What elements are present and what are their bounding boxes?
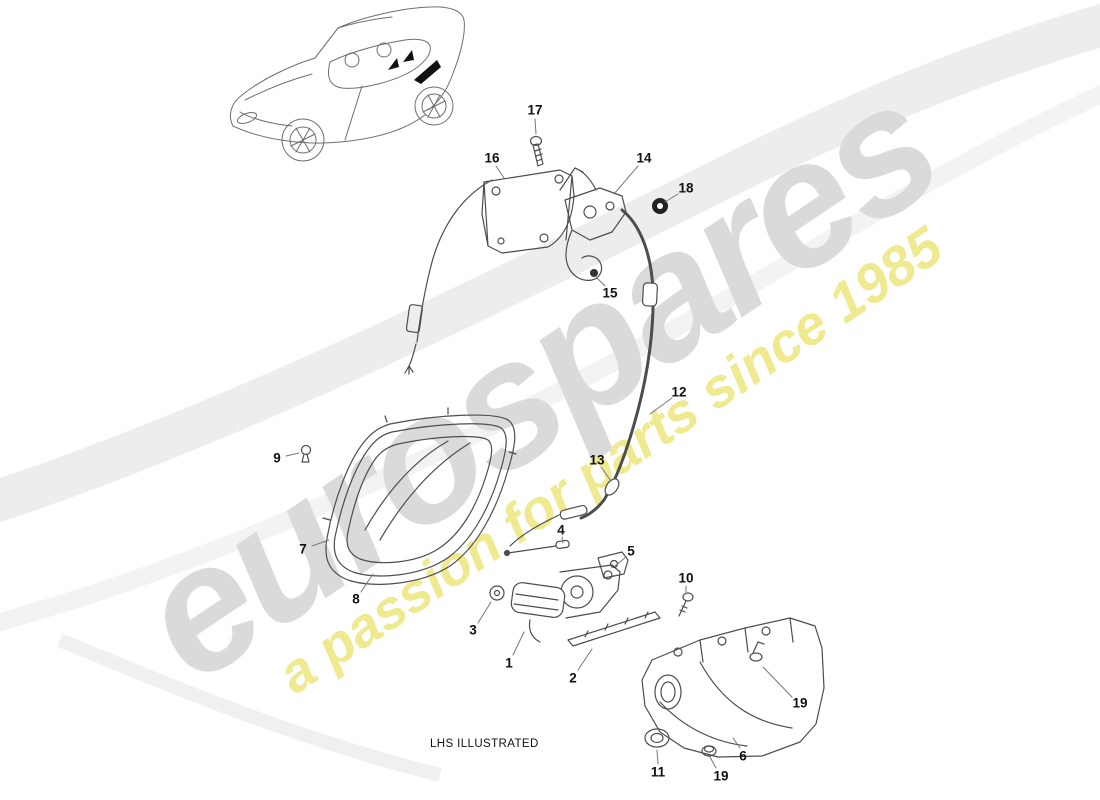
part-plug-19 <box>701 745 717 757</box>
callout-label-12-5: 12 <box>671 384 687 400</box>
part-release-cable <box>404 179 493 375</box>
part-rivet-9 <box>300 444 312 463</box>
part-drain-11 <box>644 728 670 748</box>
callout-label-3-12: 3 <box>469 622 477 638</box>
callout-label-6-17: 6 <box>739 748 747 764</box>
callout-label-1-13: 1 <box>505 655 513 671</box>
callout-label-14-2: 14 <box>636 150 652 166</box>
callout-label-2-14: 2 <box>569 670 577 686</box>
callout-label-4-10: 4 <box>557 522 565 538</box>
callout-label-15-4: 15 <box>602 285 618 301</box>
part-washer-3 <box>489 585 505 601</box>
callout-label-16-1: 16 <box>484 150 500 166</box>
part-stud-19 <box>749 641 765 662</box>
callout-label-19-19: 19 <box>713 768 729 784</box>
part-bracket-16 <box>481 169 575 254</box>
swoosh-ribbon-3 <box>57 633 442 782</box>
part-latch-14 <box>559 167 627 281</box>
swoosh-ribbon-2 <box>0 84 1100 632</box>
callout-label-19-16: 19 <box>792 695 808 711</box>
part-cable-12 <box>509 208 658 547</box>
car-illustration <box>229 6 465 162</box>
diagram-caption: LHS ILLUSTRATED <box>430 738 539 750</box>
callout-label-11-18: 11 <box>650 764 666 780</box>
callout-label-18-3: 18 <box>678 180 694 196</box>
callout-label-13-6: 13 <box>589 452 605 468</box>
part-glass-panel-8 <box>346 435 493 564</box>
callout-label-10-15: 10 <box>678 570 694 586</box>
callout-label-9-7: 9 <box>273 450 281 466</box>
part-duct-6 <box>641 617 825 758</box>
part-bolt-15 <box>590 269 598 277</box>
part-screw-17 <box>529 135 544 167</box>
part-screw-10 <box>678 592 694 617</box>
callout-label-5-11: 5 <box>627 543 635 559</box>
callout-label-7-8: 7 <box>299 541 307 557</box>
part-grommet-18 <box>652 198 668 214</box>
swoosh-ribbon-1 <box>0 3 1100 523</box>
part-seal-frame-7 <box>322 407 517 585</box>
part-clip-13 <box>604 478 620 496</box>
location-arrow-icon <box>388 50 441 84</box>
callout-label-8-9: 8 <box>352 591 360 607</box>
part-inner-cable-4 <box>503 539 570 557</box>
callout-label-17-0: 17 <box>527 102 543 118</box>
part-motor-1 <box>510 564 621 643</box>
part-rail-2 <box>567 611 661 647</box>
leader-lines <box>285 118 793 769</box>
